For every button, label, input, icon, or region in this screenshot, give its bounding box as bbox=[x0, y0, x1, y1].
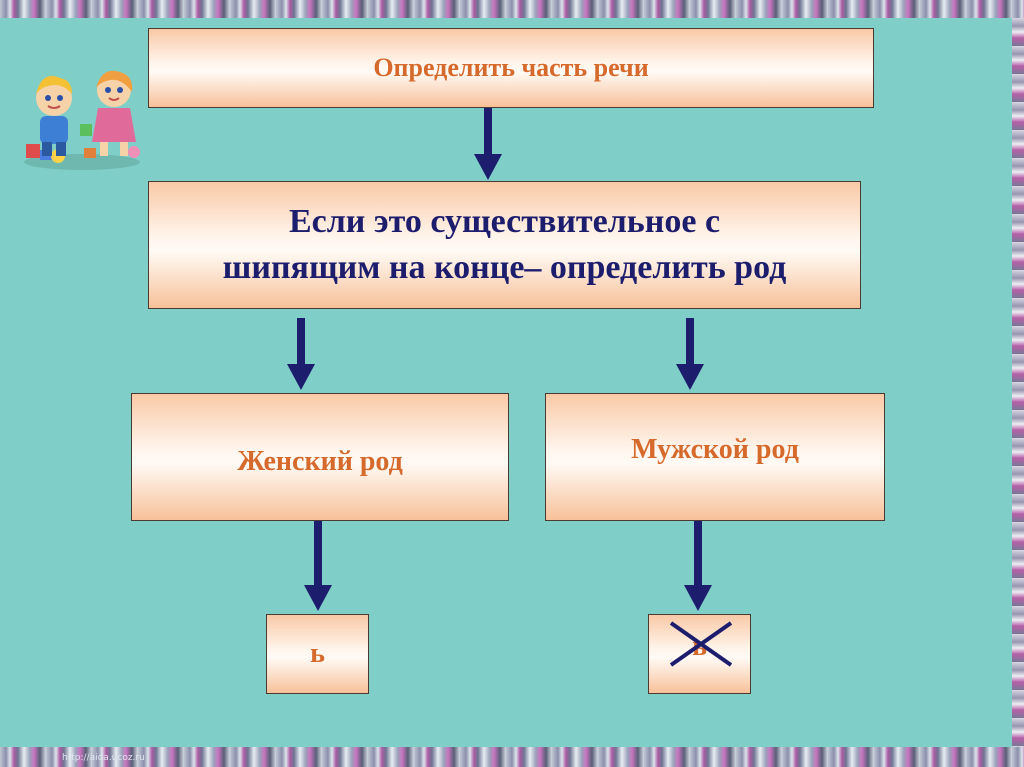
branch-box-masculine: Мужской род bbox=[545, 393, 885, 521]
arrow-down-icon bbox=[684, 521, 712, 611]
top-border-stripe bbox=[0, 0, 1024, 18]
children-illustration bbox=[24, 70, 140, 170]
arrow-down-icon bbox=[304, 521, 332, 611]
right-border-stripe bbox=[1012, 18, 1024, 747]
arrow-down-icon bbox=[287, 318, 315, 390]
result-box-no-soft-sign: ь bbox=[648, 614, 751, 694]
branch-box-feminine: Женский род bbox=[131, 393, 509, 521]
source-watermark: http://aida.ucoz.ru bbox=[62, 753, 145, 763]
step-box-noun-gender: Если это существительное с шипящим на ко… bbox=[148, 181, 861, 309]
branch-text-feminine: Женский род bbox=[237, 446, 403, 477]
bottom-border-stripe bbox=[0, 747, 1024, 767]
arrow-down-icon bbox=[474, 108, 502, 180]
slide-background bbox=[0, 18, 1024, 747]
branch-text-masculine: Мужской род bbox=[631, 434, 799, 465]
cross-out-icon bbox=[669, 621, 733, 667]
step-text-noun-line2: шипящим на конце– определить род bbox=[222, 249, 787, 286]
result-text-soft-sign: ь bbox=[310, 638, 325, 669]
result-box-soft-sign: ь bbox=[266, 614, 369, 694]
step-box-part-of-speech: Определить часть речи bbox=[148, 28, 874, 108]
arrow-down-icon bbox=[676, 318, 704, 390]
step-text-part-of-speech: Определить часть речи bbox=[373, 53, 649, 82]
step-text-noun-line1: Если это существительное с bbox=[288, 203, 721, 240]
